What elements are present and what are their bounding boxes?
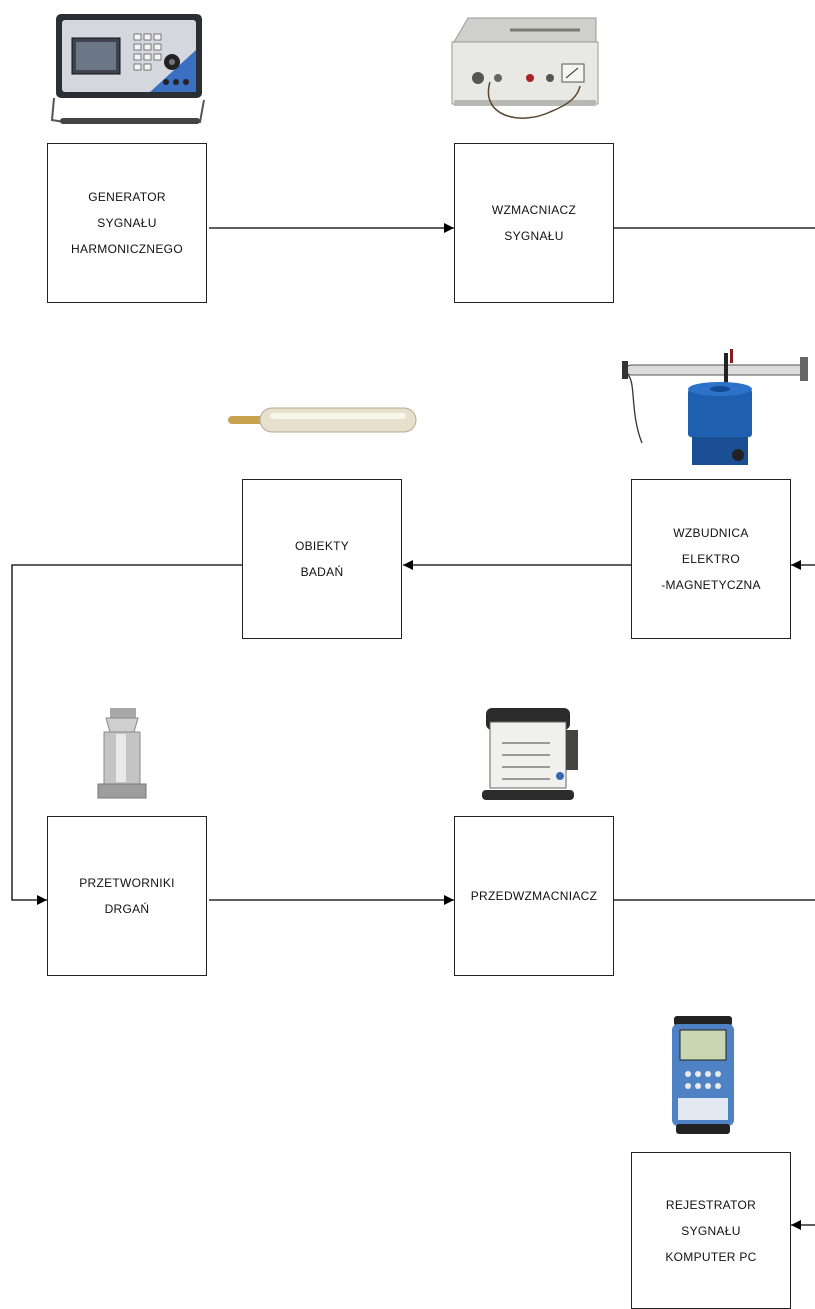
generator-label-line: HARMONICZNEGO	[71, 242, 183, 256]
amplifier-icon	[451, 17, 599, 119]
amplifier-block: WZMACNIACZ SYGNAŁU	[454, 143, 614, 303]
recorder-label: REJESTRATOR SYGNAŁU KOMPUTER PC	[665, 1192, 756, 1270]
exciter-label-line: -MAGNETYCZNA	[661, 578, 761, 592]
signal-generator-icon	[50, 14, 205, 124]
preamp-block: PRZEDWZMACNIACZ	[454, 816, 614, 976]
exciter-label-line: WZBUDNICA	[673, 526, 749, 540]
transducers-block: PRZETWORNIKI DRGAŃ	[47, 816, 207, 976]
exciter-label-line: ELEKTRO	[681, 552, 741, 566]
test-rod-icon	[228, 407, 417, 433]
generator-label: GENERATOR SYGNAŁU HARMONICZNEGO	[71, 184, 183, 262]
preamplifier-icon	[482, 708, 578, 800]
objects-label-line: OBIEKTY	[294, 539, 350, 553]
objects-label-line: BADAŃ	[300, 565, 344, 579]
generator-label-line: SYGNAŁU	[97, 216, 157, 230]
exciter-block: WZBUDNICA ELEKTRO -MAGNETYCZNA	[631, 479, 791, 639]
amplifier-label-line: SYGNAŁU	[504, 229, 564, 243]
recorder-label-line: SYGNAŁU	[681, 1223, 741, 1238]
objects-block: OBIEKTY BADAŃ	[242, 479, 402, 639]
recorder-label-line: REJESTRATOR	[665, 1197, 757, 1212]
arrow-objects-to-transducers	[11, 564, 242, 905]
analyzer-icon	[672, 1016, 734, 1134]
accelerometer-icon	[97, 708, 147, 799]
recorder-label-line: KOMPUTER PC	[665, 1249, 757, 1264]
amplifier-label-line: WZMACNIACZ	[491, 203, 577, 217]
generator-label-line: GENERATOR	[88, 190, 166, 204]
transducers-label-line: DRGAŃ	[104, 902, 150, 916]
transducers-label-line: PRZETWORNIKI	[79, 876, 175, 890]
generator-block: GENERATOR SYGNAŁU HARMONICZNEGO	[47, 143, 207, 303]
amplifier-label: WZMACNIACZ SYGNAŁU	[492, 197, 576, 249]
objects-label: OBIEKTY BADAŃ	[295, 533, 349, 585]
shaker-icon	[622, 349, 808, 465]
transducers-label: PRZETWORNIKI DRGAŃ	[79, 870, 175, 922]
preamp-label-line: PRZEDWZMACNIACZ	[470, 889, 598, 903]
exciter-label: WZBUDNICA ELEKTRO -MAGNETYCZNA	[661, 520, 761, 598]
recorder-block: REJESTRATOR SYGNAŁU KOMPUTER PC	[631, 1152, 791, 1309]
preamp-label: PRZEDWZMACNIACZ	[471, 883, 598, 909]
